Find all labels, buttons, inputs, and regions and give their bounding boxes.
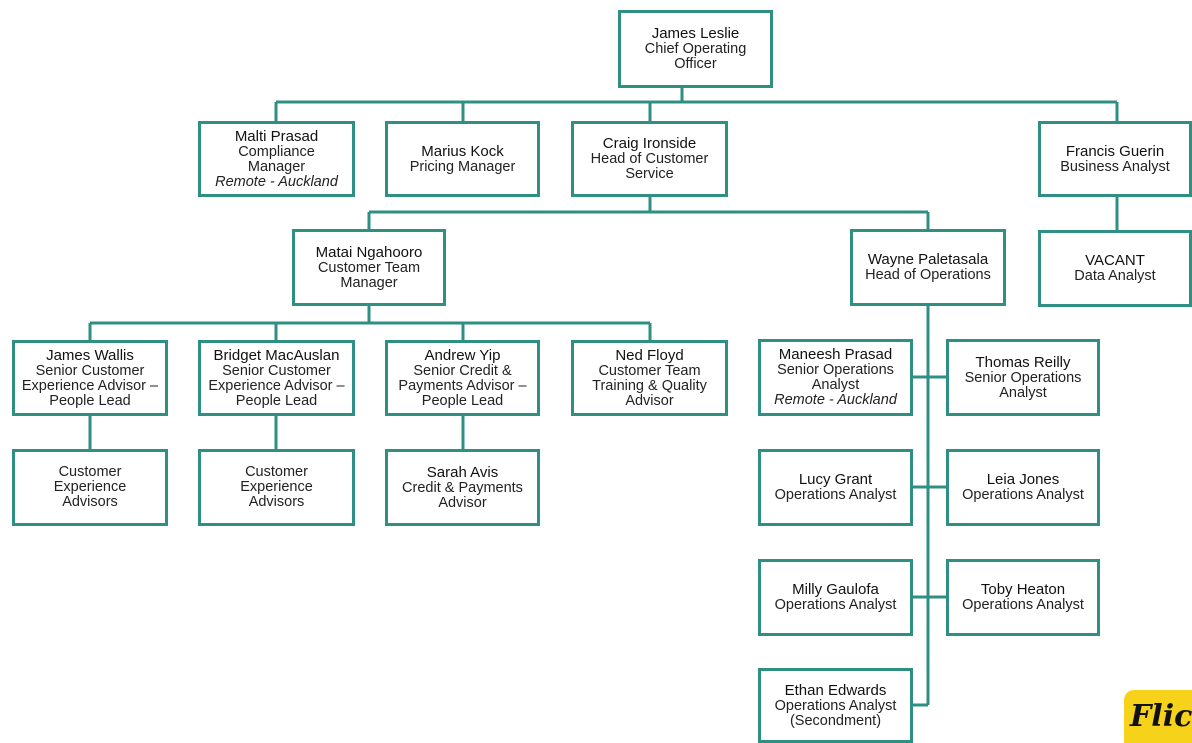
node-role: Senior Credit & Payments Advisor – Peopl… bbox=[398, 362, 527, 409]
node-name: Malti Prasad bbox=[234, 127, 319, 145]
node-customer-experience-advisors-2: Customer Experience Advisors bbox=[198, 449, 355, 526]
flick-logo: Flick bbox=[1124, 690, 1192, 743]
node-milly-gaulofa: Milly Gaulofa Operations Analyst bbox=[758, 559, 913, 636]
node-role: Customer Experience Advisors bbox=[240, 464, 313, 510]
node-name: Francis Guerin bbox=[1065, 142, 1165, 160]
node-marius-kock: Marius Kock Pricing Manager bbox=[385, 121, 540, 197]
node-name: Andrew Yip bbox=[424, 346, 501, 364]
node-name: Wayne Paletasala bbox=[867, 251, 989, 268]
node-bridget-macauslan: Bridget MacAuslan Senior Customer Experi… bbox=[198, 340, 355, 416]
node-name: James Leslie bbox=[651, 25, 740, 42]
node-wayne-paletasala: Wayne Paletasala Head of Operations bbox=[850, 229, 1006, 306]
node-role: Pricing Manager bbox=[409, 158, 516, 175]
node-name: Bridget MacAuslan bbox=[213, 346, 340, 364]
node-role: Customer Team Manager bbox=[317, 259, 421, 291]
node-role: Operations Analyst bbox=[774, 487, 897, 503]
node-name: Lucy Grant bbox=[798, 471, 873, 488]
node-location-note: Remote - Auckland bbox=[215, 173, 338, 190]
node-lucy-grant: Lucy Grant Operations Analyst bbox=[758, 449, 913, 526]
node-matai-ngahooro: Matai Ngahooro Customer Team Manager bbox=[292, 229, 446, 306]
node-name: Leia Jones bbox=[986, 471, 1060, 488]
node-name: Thomas Reilly bbox=[975, 353, 1071, 371]
node-francis-guerin: Francis Guerin Business Analyst bbox=[1038, 121, 1192, 197]
node-james-leslie: James Leslie Chief Operating Officer bbox=[618, 10, 773, 88]
node-name: Ethan Edwards bbox=[784, 681, 887, 699]
node-craig-ironside: Craig Ironside Head of Customer Service bbox=[571, 121, 728, 197]
node-name: Sarah Avis bbox=[426, 463, 499, 481]
node-role: Operations Analyst bbox=[962, 597, 1084, 613]
node-role: Senior Operations Analyst bbox=[777, 362, 894, 393]
node-sarah-avis: Sarah Avis Credit & Payments Advisor bbox=[385, 449, 540, 526]
node-malti-prasad: Malti Prasad Compliance Manager Remote -… bbox=[198, 121, 355, 197]
node-name: Maneesh Prasad bbox=[778, 346, 893, 363]
node-andrew-yip: Andrew Yip Senior Credit & Payments Advi… bbox=[385, 340, 540, 416]
node-role: Operations Analyst bbox=[774, 597, 897, 613]
node-role: Head of Customer Service bbox=[590, 151, 709, 182]
node-role: Senior Customer Experience Advisor – Peo… bbox=[208, 362, 345, 409]
node-maneesh-prasad: Maneesh Prasad Senior Operations Analyst… bbox=[758, 339, 913, 416]
node-name: Craig Ironside bbox=[602, 135, 697, 152]
node-role: Head of Operations bbox=[865, 267, 991, 283]
node-thomas-reilly: Thomas Reilly Senior Operations Analyst bbox=[946, 339, 1100, 416]
node-name: Toby Heaton bbox=[980, 581, 1066, 598]
node-role: Senior Operations Analyst bbox=[964, 369, 1082, 401]
node-name: Milly Gaulofa bbox=[792, 581, 879, 598]
node-role: Chief Operating Officer bbox=[644, 41, 747, 72]
node-vacant: VACANT Data Analyst bbox=[1038, 230, 1192, 307]
node-name: Matai Ngahooro bbox=[315, 243, 423, 261]
node-name: Marius Kock bbox=[421, 142, 504, 160]
node-name: VACANT bbox=[1085, 252, 1145, 269]
node-role: Business Analyst bbox=[1060, 158, 1170, 175]
node-role: Operations Analyst (Secondment) bbox=[774, 697, 897, 729]
node-leia-jones: Leia Jones Operations Analyst bbox=[946, 449, 1100, 526]
node-role: Senior Customer Experience Advisor – Peo… bbox=[21, 362, 159, 409]
node-name: James Wallis bbox=[46, 346, 134, 364]
node-ethan-edwards: Ethan Edwards Operations Analyst (Second… bbox=[758, 668, 913, 743]
node-location-note: Remote - Auckland bbox=[774, 392, 897, 408]
node-ned-floyd: Ned Floyd Customer Team Training & Quali… bbox=[571, 340, 728, 416]
node-role: Compliance Manager bbox=[238, 143, 315, 175]
node-toby-heaton: Toby Heaton Operations Analyst bbox=[946, 559, 1100, 636]
node-role: Credit & Payments Advisor bbox=[402, 479, 523, 511]
node-name: Ned Floyd bbox=[615, 346, 684, 364]
node-role: Operations Analyst bbox=[962, 487, 1084, 503]
node-role: Data Analyst bbox=[1074, 268, 1156, 284]
node-james-wallis: James Wallis Senior Customer Experience … bbox=[12, 340, 168, 416]
node-role: Customer Experience Advisors bbox=[53, 464, 127, 510]
node-customer-experience-advisors-1: Customer Experience Advisors bbox=[12, 449, 168, 526]
node-role: Customer Team Training & Quality Advisor bbox=[592, 362, 707, 409]
